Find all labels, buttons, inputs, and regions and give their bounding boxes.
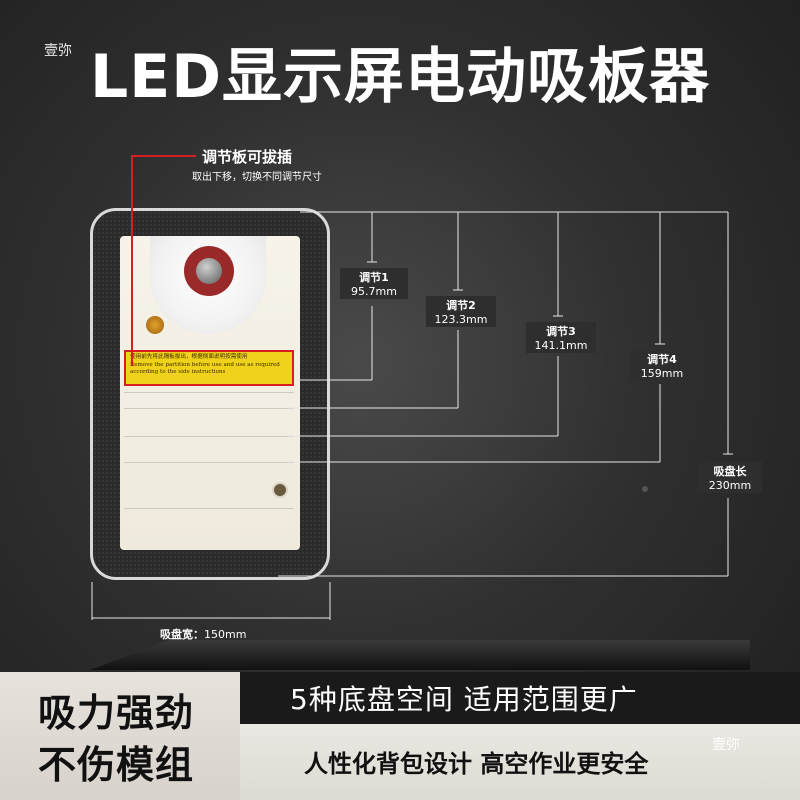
tray-slot-2: [124, 408, 294, 409]
tray-slot-5: [124, 508, 294, 509]
dim-2-box: 调节2 123.3mm: [426, 296, 496, 327]
instruction-sticker-line-3: according to the side instructions: [130, 369, 226, 375]
dim-width-label: 吸盘宽：: [160, 628, 204, 641]
dim-length-value: 230mm: [708, 479, 752, 492]
instruction-sticker: 使用前先将此隔板拔出，根据侧面说明按需使用 Remove the partiti…: [124, 350, 294, 386]
callout-leader: [131, 155, 196, 366]
dim-4-label: 调节4: [647, 353, 677, 366]
screw-hole: [272, 482, 288, 498]
banner-left-line-1: 吸力强劲: [38, 691, 195, 735]
tray-slot-4: [124, 462, 294, 463]
dim-width-value: 150mm: [204, 628, 247, 641]
dim-2-label: 调节2: [446, 299, 476, 312]
banner-right-top-panel: [240, 672, 800, 724]
dim-width-box: 吸盘宽：150mm: [160, 623, 246, 642]
banner-left-panel: [0, 672, 240, 800]
instruction-sticker-line-1: 使用前先将此隔板拔出，根据侧面说明按需使用: [130, 354, 248, 360]
floor-shelf: [90, 640, 750, 670]
dim-length-box: 吸盘长 230mm: [698, 462, 762, 493]
dim-3-label: 调节3: [546, 325, 576, 338]
seal-sticker: [146, 316, 164, 334]
callout-subtitle: 取出下移，切换不同调节尺寸: [192, 172, 322, 183]
tray-slot-1: [124, 392, 294, 393]
dim-1-value: 95.7mm: [351, 285, 397, 298]
dim-2-value: 123.3mm: [434, 313, 488, 326]
headline: LED显示屏电动吸板器: [89, 42, 711, 112]
dim-3-box: 调节3 141.1mm: [526, 322, 596, 353]
dim-1-box: 调节1 95.7mm: [340, 268, 408, 299]
dim-4-value: 159mm: [640, 367, 684, 380]
banner-right-top-text: 5种底盘空间 适用范围更广: [290, 683, 638, 716]
floor-dot: [642, 486, 648, 492]
banner-right-bottom-text: 人性化背包设计 高空作业更安全: [304, 750, 649, 778]
tray-slot-3: [124, 436, 294, 437]
banner-right-bottom-panel: [240, 724, 800, 800]
suction-valve-knob: [196, 258, 222, 284]
dim-length-label: 吸盘长: [713, 465, 747, 478]
banner-left-line-2: 不伤模组: [38, 743, 195, 787]
instruction-sticker-line-2: Remove the partition before use and use …: [130, 361, 280, 368]
watermark-bottom: 壹弥: [712, 737, 740, 753]
dim-3-value: 141.1mm: [534, 339, 588, 352]
callout-title: 调节板可拔插: [202, 148, 293, 166]
dim-4-box: 调节4 159mm: [630, 350, 694, 381]
watermark-top: 壹弥: [44, 43, 72, 59]
dim-1-label: 调节1: [359, 271, 389, 284]
